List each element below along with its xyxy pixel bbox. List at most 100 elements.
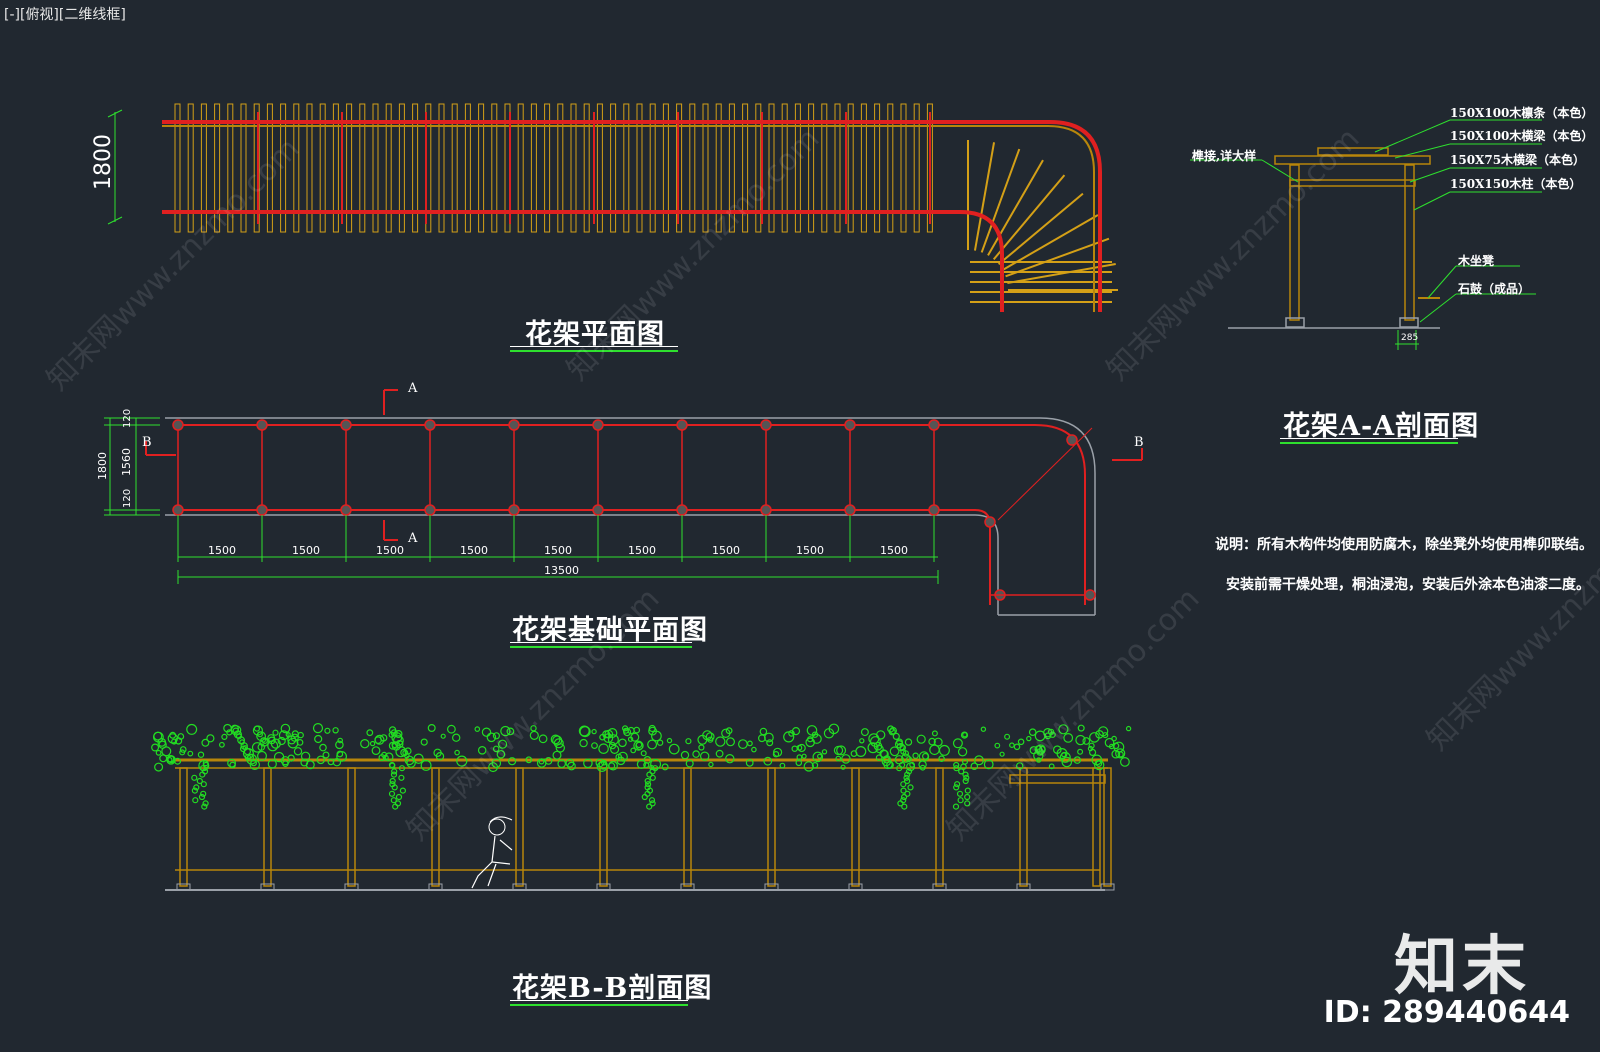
section-bb-hanging-vine	[649, 800, 656, 807]
section-bb-hanging-vine	[191, 774, 198, 781]
section-bb-foliage	[280, 723, 291, 734]
section-bb-hanging-vine	[388, 761, 396, 769]
plan-purlin	[412, 103, 419, 233]
section-bb-foliage	[293, 747, 303, 756]
plan-dimension-tick	[107, 216, 123, 225]
section-bb-foliage	[187, 750, 194, 757]
section-bb-foliage	[229, 761, 236, 769]
section-bb-hanging-vine	[202, 800, 209, 807]
section-bb-foliage	[544, 757, 553, 765]
plan-title-underline	[510, 346, 678, 347]
section-bb-foliage	[154, 762, 164, 772]
plan-purlin	[662, 103, 669, 233]
section-bb-column	[851, 767, 860, 887]
plan-purlin	[280, 103, 287, 233]
section-bb-hanging-vine	[953, 761, 960, 769]
plan-purlin	[293, 103, 300, 233]
section-bb-foliage	[1033, 750, 1044, 761]
section-bb-foliage	[395, 746, 407, 758]
foundation-bay-label: 1500	[544, 544, 572, 557]
plan-purlin	[306, 103, 313, 233]
section-bb-foliage	[337, 737, 344, 744]
section-bb-foliage	[244, 754, 251, 761]
section-bb-foliage	[811, 733, 822, 744]
section-mark-a-top: A	[407, 381, 418, 396]
section-bb-foliage	[816, 753, 823, 759]
foundation-footing	[844, 504, 856, 516]
section-bb-foliage	[900, 748, 907, 755]
plan-purlin	[200, 103, 207, 233]
plan-purlin	[887, 103, 894, 233]
section-bb-foliage	[651, 730, 662, 742]
section-bb-figure-head	[488, 818, 506, 836]
section-bb-foliage	[797, 743, 806, 753]
section-bb-foliage	[529, 730, 539, 741]
section-bb-foliage	[360, 739, 370, 749]
section-bb-foliage	[598, 760, 608, 770]
section-bb-hanging-vine	[644, 781, 652, 788]
section-bb-hanging-vine	[900, 781, 907, 788]
section-bb-foliage	[811, 762, 819, 769]
plan-title: 花架平面图	[525, 319, 665, 350]
section-bb-foliage	[938, 744, 950, 756]
plan-title-underline-2	[510, 350, 678, 352]
foundation-footing	[592, 419, 604, 431]
section-bb-hanging-vine	[191, 787, 198, 794]
foundation-footing	[928, 419, 940, 431]
foundation-bay-label: 1500	[796, 544, 824, 557]
section-bb-hanging-vine	[901, 803, 908, 810]
section-bb-foliage	[747, 740, 753, 747]
section-bb-foliage	[841, 754, 851, 764]
foundation-footing	[424, 504, 436, 516]
viewport-label[interactable]: [-][俯视][二维线框]	[4, 7, 126, 23]
foundation-footing	[256, 504, 268, 516]
section-bb-foliage	[702, 730, 713, 741]
leader-joint	[1261, 159, 1299, 183]
section-bb-drum	[344, 883, 359, 891]
section-bb-foliage	[1082, 737, 1091, 745]
section-bb-column	[683, 767, 692, 887]
section-bb-foliage	[685, 759, 694, 768]
section-bb-foliage	[371, 746, 381, 755]
section-bb-foliage	[618, 738, 627, 748]
section-bb-foliage	[1004, 733, 1011, 740]
section-bb-foliage	[685, 738, 692, 745]
foundation-edge-top-dimension: 120	[122, 409, 133, 428]
foundation-footing	[256, 419, 268, 431]
section-bb-hanging-vine	[953, 784, 960, 791]
foundation-footing	[760, 504, 772, 516]
section-bb-foliage	[745, 759, 754, 767]
section-bb-foliage	[223, 723, 232, 733]
section-bb-drum	[1016, 883, 1031, 891]
section-bb-foliage	[506, 727, 515, 736]
section-bb-foliage	[892, 732, 900, 741]
section-bb-foliage	[179, 749, 186, 756]
section-bb-foliage	[251, 742, 263, 753]
section-bb-foliage	[496, 749, 506, 759]
plan-purlin	[728, 103, 735, 233]
foundation-footing	[928, 504, 940, 516]
section-bb-foliage	[322, 751, 330, 759]
plan-purlin	[517, 103, 524, 233]
section-bb-column	[1019, 767, 1028, 887]
plan-main-beam-outer	[162, 120, 1102, 312]
section-bb-hanging-vine	[649, 768, 656, 775]
section-bb-foliage	[648, 724, 656, 733]
section-bb-foliage	[557, 759, 567, 769]
section-aa-crossbeam	[1289, 179, 1416, 187]
section-bb-hanging-vine	[952, 803, 960, 810]
section-bb-foliage	[1029, 746, 1038, 755]
section-bb-foliage	[384, 752, 394, 762]
section-bb-foliage	[1058, 724, 1069, 735]
section-bb-foliage	[567, 761, 576, 771]
section-bb-foliage	[922, 752, 929, 760]
section-bb-foliage	[772, 747, 783, 757]
section-bb-foliage	[1017, 738, 1025, 746]
section-bb-foliage	[883, 759, 893, 770]
section-bb-foliage	[332, 727, 339, 734]
foundation-footing	[424, 419, 436, 431]
section-bb-foliage	[456, 755, 468, 767]
section-bb-column	[767, 767, 776, 887]
section-bb-foliage	[840, 764, 846, 770]
section-bb-hanging-vine	[196, 777, 203, 785]
